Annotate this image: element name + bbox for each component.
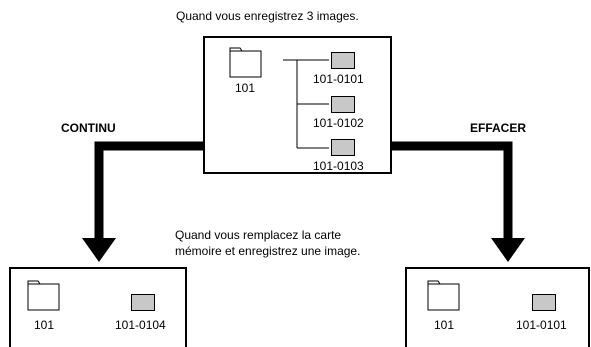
caption-middle-line1: Quand vous remplacez la carte	[175, 228, 342, 242]
folder-icon	[427, 280, 460, 311]
caption-top: Quand vous enregistrez 3 images.	[176, 9, 359, 23]
file-label: 101-0101	[516, 318, 567, 332]
image-file-icon	[331, 139, 355, 156]
label-continu: CONTINU	[61, 121, 116, 135]
file-label: 101-0103	[313, 159, 364, 173]
connector-left	[94, 141, 203, 240]
file-label: 101-0101	[313, 72, 364, 86]
arrow-down-icon	[82, 238, 116, 262]
connector-right	[392, 141, 513, 240]
image-file-icon	[331, 52, 355, 69]
image-file-icon	[532, 294, 556, 311]
label-effacer: EFFACER	[470, 121, 527, 135]
image-file-icon	[131, 294, 155, 311]
image-file-icon	[331, 96, 355, 113]
folder-label: 101	[235, 81, 256, 95]
folder-label: 101	[34, 318, 55, 332]
top-folder-box: 101 101-0101 101-0102 101-0103	[203, 36, 392, 174]
bottom-left-box: 101 101-0104	[9, 267, 187, 347]
caption-middle-line2: mémoire et enregistrez une image.	[175, 244, 361, 258]
tree-lines	[283, 59, 329, 149]
file-label: 101-0104	[115, 318, 166, 332]
file-label: 101-0102	[313, 116, 364, 130]
folder-icon	[229, 47, 262, 78]
folder-icon	[27, 280, 60, 311]
folder-label: 101	[434, 318, 455, 332]
arrow-down-icon	[491, 238, 525, 262]
bottom-right-box: 101 101-0101	[405, 267, 590, 347]
